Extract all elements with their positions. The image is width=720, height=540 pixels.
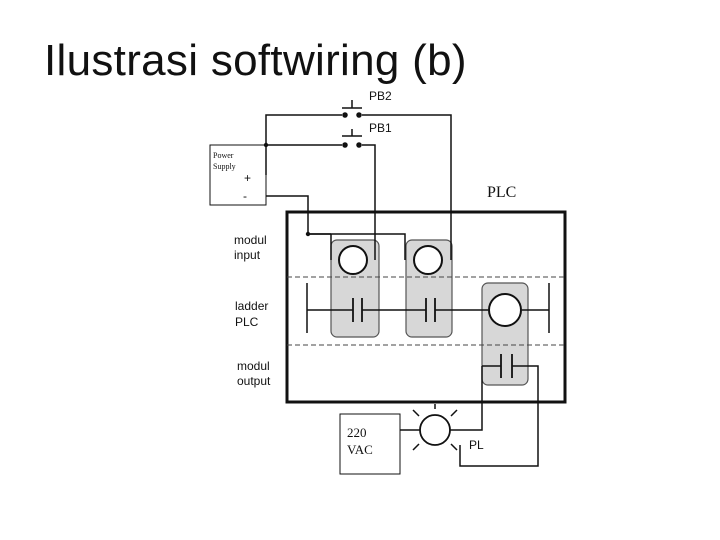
wire-pb1-input1 (362, 144, 376, 260)
minus-label: - (243, 189, 247, 203)
junction-dot (305, 231, 311, 237)
plc-box (285, 210, 567, 404)
plus-label: + (244, 171, 251, 185)
vac-label-1: 220 (347, 425, 367, 440)
output-coil (488, 293, 522, 327)
modul-output-label-1: modul (237, 359, 270, 373)
power-supply-label-2: Supply (213, 162, 236, 171)
wire-common (266, 195, 331, 235)
wire-output-left (450, 366, 483, 431)
vac-box (339, 413, 401, 475)
power-supply-label-1: Power (213, 151, 234, 160)
modul-output-label-2: output (237, 374, 271, 388)
wire-pb2-left (265, 114, 342, 175)
pb2-label: PB2 (369, 89, 392, 103)
pl-label: PL (469, 438, 484, 452)
wire-pb2-input2 (362, 114, 452, 260)
page-title: Ilustrasi softwiring (b) (44, 36, 467, 85)
ladder-plc-label-1: ladder (235, 299, 268, 313)
junction-dot (263, 142, 269, 148)
pb1-label: PB1 (369, 121, 392, 135)
input-coil-2 (413, 245, 443, 275)
pb1-switch (342, 129, 362, 148)
pb2-switch (342, 100, 362, 118)
plc-label: PLC (487, 184, 516, 201)
modul-input-label-2: input (234, 248, 261, 262)
wire-output-lamp (459, 365, 539, 467)
input-coil-1 (338, 245, 368, 275)
wire-common-input2 (308, 233, 406, 260)
pilot-lamp (412, 404, 458, 451)
ladder-plc-label-2: PLC (235, 315, 259, 329)
vac-label-2: VAC (347, 442, 373, 457)
modul-input-label-1: modul (234, 233, 267, 247)
